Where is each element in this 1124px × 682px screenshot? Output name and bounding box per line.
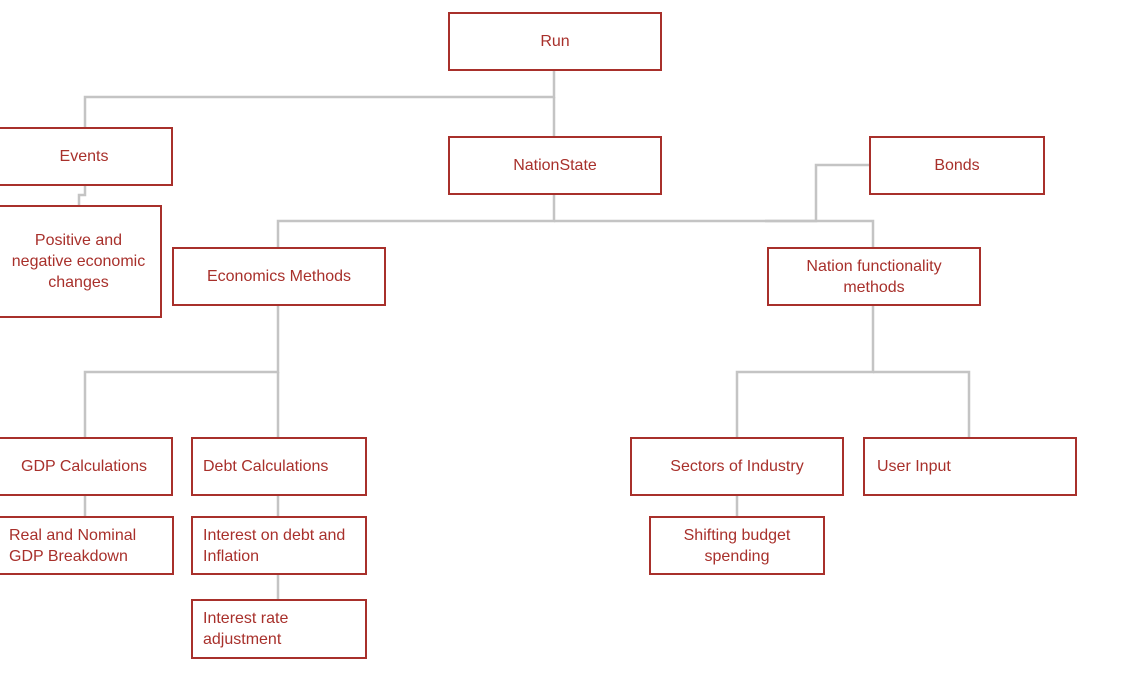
edge-economics-gdp (83, 305, 280, 438)
edge-nationstate-economics (276, 194, 556, 248)
node-real-nominal-gdp[interactable]: Real and Nominal GDP Breakdown (0, 516, 174, 575)
edge-nationstate-functionality (554, 219, 875, 248)
node-shifting-budget[interactable]: Shifting budget spending (649, 516, 825, 575)
node-economics-methods[interactable]: Economics Methods (172, 247, 386, 306)
node-debt-calculations[interactable]: Debt Calculations (191, 437, 367, 496)
node-nationstate[interactable]: NationState (448, 136, 662, 195)
node-interest-rate-adjustment[interactable]: Interest rate adjustment (191, 599, 367, 659)
node-nation-functionality[interactable]: Nation functionality methods (767, 247, 981, 306)
edge-functionality-sectors (735, 305, 875, 438)
node-gdp-calculations[interactable]: GDP Calculations (0, 437, 173, 496)
edge-run-events (83, 70, 556, 128)
node-run[interactable]: Run (448, 12, 662, 71)
node-interest-debt-inflation[interactable]: Interest on debt and Inflation (191, 516, 367, 575)
node-user-input[interactable]: User Input (863, 437, 1077, 496)
node-positive-negative[interactable]: Positive and negative economic changes (0, 205, 162, 318)
node-bonds[interactable]: Bonds (869, 136, 1045, 195)
node-sectors-of-industry[interactable]: Sectors of Industry (630, 437, 844, 496)
edge-bonds-functionality (765, 163, 870, 223)
node-events[interactable]: Events (0, 127, 173, 186)
edge-events-positive (77, 186, 87, 206)
edge-functionality-userinput (873, 370, 971, 438)
